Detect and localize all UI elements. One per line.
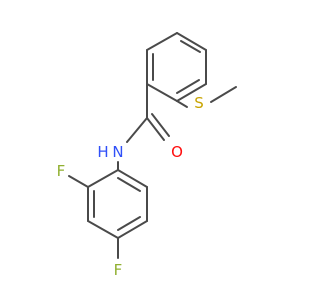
difluorophenyl-ring	[87, 169, 148, 239]
bond	[176, 83, 207, 102]
bond	[126, 117, 148, 143]
benzoyl-ring	[146, 32, 207, 102]
double-bond-inner	[180, 40, 201, 53]
fluorine-ortho-atom: F	[57, 162, 66, 180]
carbonyl-bond	[151, 113, 170, 137]
structure-diagram: S O H N F F	[57, 32, 237, 279]
sulfur-atom: S	[194, 94, 204, 112]
bond	[176, 100, 188, 108]
bond	[87, 220, 119, 239]
double-bond-inner	[117, 216, 141, 231]
fluorine-para-atom: F	[114, 261, 123, 279]
bond	[117, 220, 148, 239]
oxygen-atom: O	[171, 143, 183, 161]
bond	[68, 175, 89, 188]
double-bond-inner	[117, 177, 141, 192]
hydrogen-atom: H	[97, 143, 108, 161]
bond	[117, 169, 148, 188]
bond	[210, 86, 237, 103]
bond	[146, 32, 178, 51]
bond	[146, 83, 178, 102]
nitrogen-atom: N	[112, 143, 123, 161]
bond	[176, 32, 207, 51]
double-bond-inner	[176, 79, 200, 94]
bond	[87, 169, 119, 188]
carbonyl-bond	[146, 117, 165, 141]
